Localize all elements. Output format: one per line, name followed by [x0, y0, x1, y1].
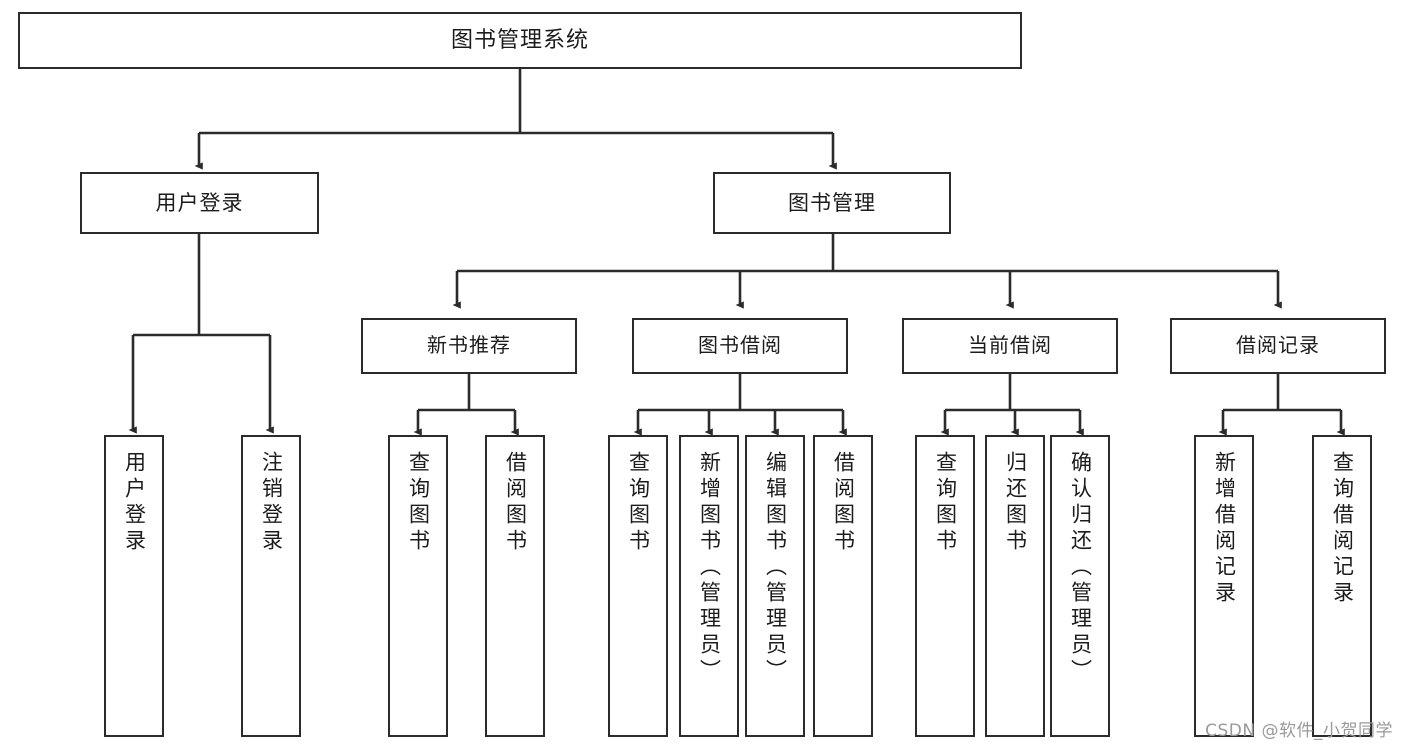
node-label: 图书借阅 [698, 333, 782, 358]
leaf-borrow-book[interactable]: 借阅图书 [813, 435, 873, 737]
node-label: 查询图书 [626, 451, 651, 555]
node-label: 注销登录 [259, 451, 284, 555]
leaf-confirm-return-admin[interactable]: 确认归还（管理员） [1050, 435, 1110, 737]
node-current-borrow[interactable]: 当前借阅 [902, 318, 1118, 374]
leaf-query-book-current[interactable]: 查询图书 [915, 435, 975, 737]
leaf-query-borrow-record[interactable]: 查询借阅记录 [1312, 435, 1372, 737]
csdn-watermark: CSDN @软件_小贺同学 [1205, 721, 1393, 741]
leaf-add-borrow-record[interactable]: 新增借阅记录 [1194, 435, 1254, 737]
node-book-borrow[interactable]: 图书借阅 [632, 318, 848, 374]
node-label: 新增借阅记录 [1212, 451, 1237, 607]
node-label: 归还图书 [1003, 451, 1028, 555]
node-label: 新增图书（管理员） [697, 451, 722, 685]
node-new-book-recommend[interactable]: 新书推荐 [361, 318, 577, 374]
node-label: 新书推荐 [427, 333, 511, 358]
node-label: 编辑图书（管理员） [763, 451, 788, 685]
leaf-edit-book-admin[interactable]: 编辑图书（管理员） [745, 435, 805, 737]
node-label: 借阅图书 [831, 451, 856, 555]
leaf-return-book[interactable]: 归还图书 [985, 435, 1045, 737]
node-label: 图书管理系统 [450, 27, 589, 53]
leaf-add-book-admin[interactable]: 新增图书（管理员） [679, 435, 739, 737]
node-root-system[interactable]: 图书管理系统 [18, 12, 1022, 69]
leaf-user-login[interactable]: 用户登录 [104, 435, 164, 737]
node-label: 查询借阅记录 [1330, 451, 1355, 607]
node-label: 借阅图书 [503, 451, 528, 555]
node-label: 借阅记录 [1236, 333, 1320, 358]
node-label: 图书管理 [788, 190, 876, 215]
node-label: 用户登录 [155, 190, 244, 215]
node-label: 查询图书 [933, 451, 958, 555]
node-label: 确认归还（管理员） [1068, 451, 1093, 685]
node-label: 当前借阅 [968, 333, 1052, 358]
node-borrow-record[interactable]: 借阅记录 [1170, 318, 1386, 374]
node-book-management[interactable]: 图书管理 [713, 172, 951, 234]
node-label: 查询图书 [406, 451, 431, 555]
leaf-logout[interactable]: 注销登录 [241, 435, 301, 737]
node-user-login[interactable]: 用户登录 [80, 172, 319, 234]
leaf-query-book-borrow[interactable]: 查询图书 [608, 435, 668, 737]
leaf-query-book-new[interactable]: 查询图书 [388, 435, 448, 737]
node-label: 用户登录 [122, 451, 147, 555]
leaf-borrow-book-new[interactable]: 借阅图书 [485, 435, 545, 737]
